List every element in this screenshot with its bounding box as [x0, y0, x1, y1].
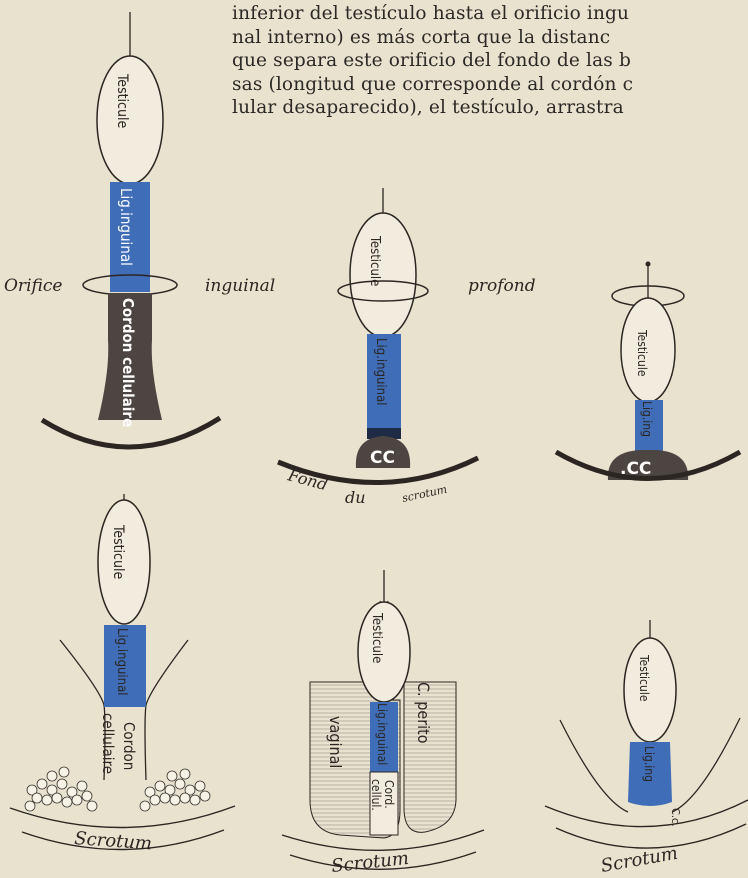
scrotum-wall-inner: [556, 824, 746, 848]
testicle-label: Testicule: [114, 73, 130, 128]
testicle-label: Testicule: [635, 329, 649, 377]
testicle-label: Testicule: [110, 524, 126, 579]
cc-label: CC: [370, 448, 395, 468]
fat-lobules-right: [140, 769, 210, 811]
testicle-label: Testicule: [367, 235, 382, 286]
fat-lobules-left: [25, 767, 97, 811]
arrow-tail: [646, 262, 651, 267]
ligament-label: Lig.inguinal: [117, 188, 135, 266]
figure-2: Testicule Lig.inguinal CC Fond du scrotu…: [278, 188, 536, 507]
cordon-label: Cordon: [120, 722, 138, 770]
figure-1: Testicule Lig.inguinal Cordon cellulaire…: [4, 12, 275, 447]
ligament-label: Lig.ing: [640, 401, 654, 437]
c-perito-label: C. perito: [414, 682, 433, 744]
testicle-label: Testicule: [637, 654, 651, 702]
scrotum-label: scrotum: [401, 483, 448, 505]
figure-5: Testicule Lig.inguinal Cord. cellul. vag…: [282, 570, 484, 877]
scrotum-wall-outer: [10, 806, 235, 828]
du-label: du: [345, 488, 366, 507]
figure-3: Testicule Lig.ing .CC: [556, 262, 740, 481]
testicle-label: Testicule: [369, 612, 384, 663]
ligament-label: Lig.ing: [642, 746, 656, 782]
testicle: [350, 213, 416, 337]
profond-label: profond: [468, 276, 536, 296]
figure-6: Testicule Lig.ing C.c. Scrotum: [545, 620, 748, 877]
orifice-label: Orifice: [4, 276, 62, 296]
fond-label: Fond: [285, 465, 330, 494]
vaginal-label: vaginal: [326, 716, 345, 768]
inguinal-label: inguinal: [205, 276, 275, 296]
ligament-label: Lig.inguinal: [114, 628, 129, 696]
ligament-label: Lig.inguinal: [375, 703, 389, 765]
figure-4: Testicule Lig.inguinal Cordon cellulaire…: [10, 494, 235, 854]
ligament-label: Lig.inguinal: [373, 338, 388, 406]
scrotum-label: Scrotum: [74, 828, 153, 854]
cord-label: Cord.: [382, 780, 396, 809]
cordon-label: Cordon cellulaire: [119, 298, 137, 427]
cellulaire-label: cellulaire: [99, 713, 117, 774]
scrotum-label: Scrotum: [330, 848, 410, 877]
cellul-label: cellul.: [369, 779, 383, 811]
